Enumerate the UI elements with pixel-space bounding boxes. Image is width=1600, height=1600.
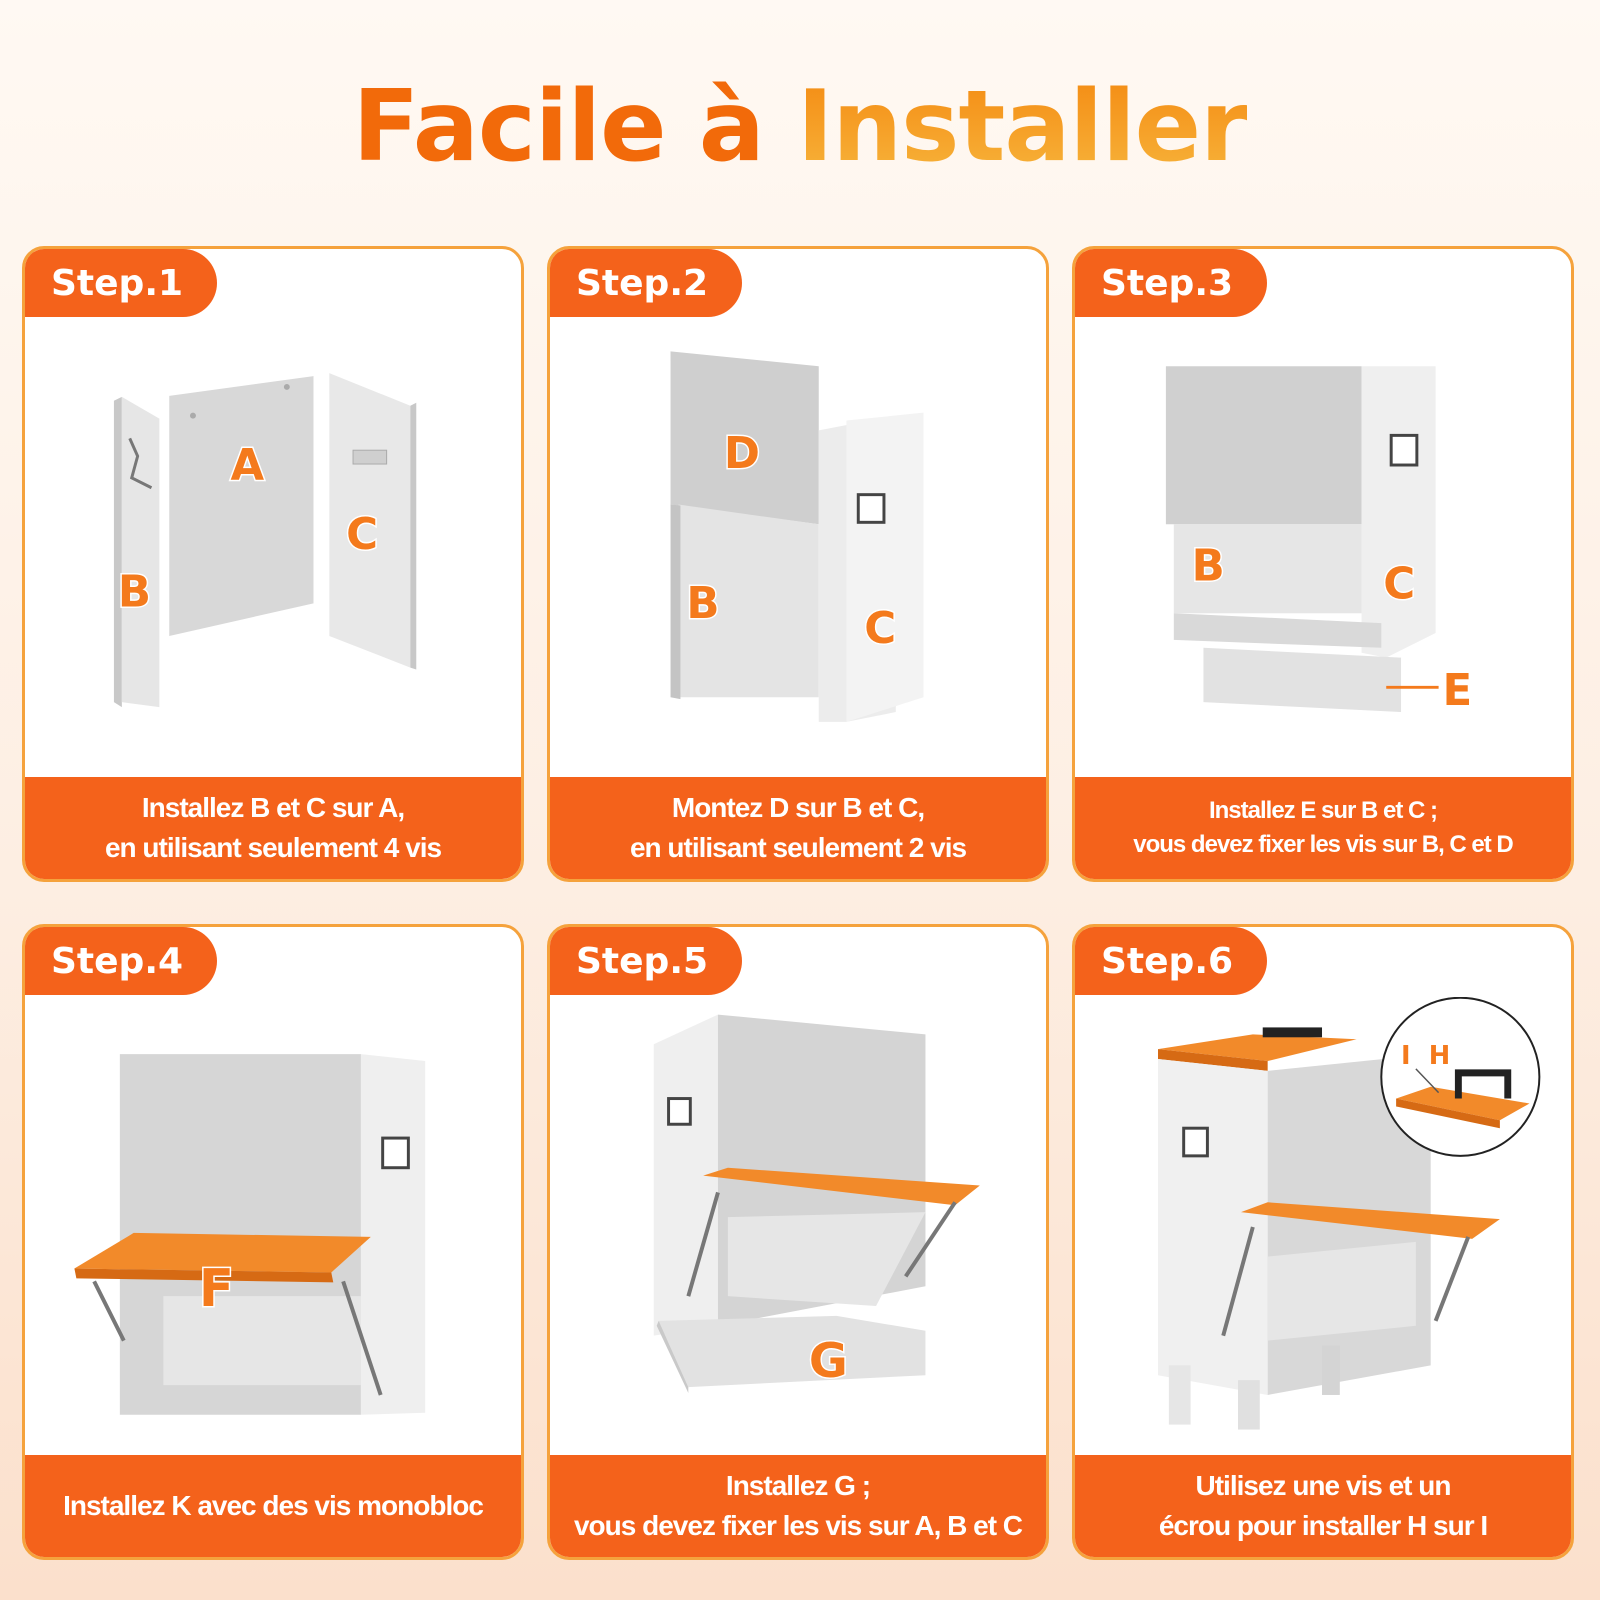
step-3-illustration: B C E bbox=[1165, 366, 1474, 718]
caption-line-1: Installez G ; bbox=[725, 1470, 871, 1501]
feeder-body bbox=[653, 1014, 926, 1336]
panel-b bbox=[113, 396, 160, 708]
step-caption-3: Installez E sur B et C ; vous devez fixe… bbox=[1075, 777, 1571, 879]
caption-line-1: Installez E sur B et C ; bbox=[1208, 797, 1438, 824]
panel-d bbox=[1165, 366, 1362, 525]
step-2-illustration: D B C bbox=[670, 351, 924, 722]
step-tab-5: Step.5 bbox=[550, 927, 742, 995]
step-tab-4: Step.4 bbox=[25, 927, 217, 995]
caption-line-1: Montez D sur B et C, bbox=[671, 792, 925, 823]
step-tab-3: Step.3 bbox=[1075, 249, 1267, 317]
step-5-illustration: G bbox=[653, 1014, 980, 1393]
step-1-illustration: A B C bbox=[113, 373, 417, 708]
panel-a bbox=[169, 376, 314, 636]
page-title: Facile à Installer bbox=[0, 70, 1600, 184]
label-h: H bbox=[1429, 1041, 1450, 1071]
inner-back bbox=[1173, 524, 1362, 614]
label-f: F bbox=[199, 1259, 234, 1319]
step-tab-6: Step.6 bbox=[1075, 927, 1267, 995]
step-card-3: Step.3 B C E Installez E sur B et C ; vo… bbox=[1072, 246, 1574, 882]
label-c: C bbox=[1383, 559, 1415, 609]
label-b: B bbox=[686, 579, 719, 629]
label-a: A bbox=[231, 441, 265, 491]
caption-line-2: en utilisant seulement 4 vis bbox=[104, 832, 442, 863]
feeder-assembled bbox=[1157, 1027, 1431, 1430]
inner-back bbox=[678, 504, 819, 698]
caption-line-2: vous devez fixer les vis sur A, B et C bbox=[573, 1510, 1023, 1541]
panel-d bbox=[670, 351, 819, 525]
feeder-body bbox=[119, 1054, 426, 1415]
caption-line-2: vous devez fixer les vis sur B, C et D bbox=[1133, 831, 1514, 858]
label-d: D bbox=[724, 429, 760, 479]
caption-line-2: en utilisant seulement 2 vis bbox=[629, 832, 967, 863]
caption-line-1: Installez B et C sur A, bbox=[141, 792, 405, 823]
caption-line-1: Installez K avec des vis monobloc bbox=[63, 1490, 484, 1521]
step-caption-4: Installez K avec des vis monobloc bbox=[25, 1455, 521, 1557]
label-i: I bbox=[1401, 1041, 1411, 1071]
label-g: G bbox=[809, 1334, 848, 1389]
step-4-illustration: F bbox=[74, 1054, 426, 1415]
label-b: B bbox=[118, 567, 151, 617]
step-6-illustration: I H bbox=[1157, 997, 1541, 1430]
tray-g bbox=[656, 1315, 926, 1393]
title-part-1: Facile à bbox=[352, 70, 765, 184]
panel-c bbox=[1361, 366, 1436, 658]
caption-line-2: écrou pour installer H sur I bbox=[1158, 1510, 1488, 1541]
shelf bbox=[686, 1167, 980, 1297]
caption-line-1: Utilisez une vis et un bbox=[1195, 1470, 1452, 1501]
step-card-6: Step.6 I H Utilisez bbox=[1072, 924, 1574, 1560]
step-tab-2: Step.2 bbox=[550, 249, 742, 317]
step-card-5: Step.5 G Installez G ; vous devez fixer … bbox=[547, 924, 1049, 1560]
detail-inset: I H bbox=[1380, 997, 1541, 1157]
step-caption-2: Montez D sur B et C, en utilisant seulem… bbox=[550, 777, 1046, 879]
step-tab-1: Step.1 bbox=[25, 249, 217, 317]
label-c: C bbox=[346, 510, 378, 560]
step-card-1: Step.1 A B C Installez B et C sur A, en … bbox=[22, 246, 524, 882]
step-caption-5: Installez G ; vous devez fixer les vis s… bbox=[550, 1455, 1046, 1557]
step-caption-1: Installez B et C sur A, en utilisant seu… bbox=[25, 777, 521, 879]
panel-c bbox=[818, 412, 924, 722]
title-part-2: Installer bbox=[796, 70, 1249, 184]
step-card-2: Step.2 D B C Montez D sur B et C, en uti… bbox=[547, 246, 1049, 882]
step-card-4: Step.4 F Installez K avec des vis monobl… bbox=[22, 924, 524, 1560]
label-e: E bbox=[1443, 666, 1473, 716]
step-caption-6: Utilisez une vis et un écrou pour instal… bbox=[1075, 1455, 1571, 1557]
panel-b bbox=[670, 504, 681, 700]
shelf bbox=[1221, 1202, 1500, 1337]
shelf-f bbox=[74, 1232, 383, 1396]
label-b: B bbox=[1192, 542, 1225, 592]
panel-c bbox=[329, 373, 417, 670]
panel-e bbox=[1173, 613, 1439, 713]
label-c: C bbox=[864, 604, 896, 654]
